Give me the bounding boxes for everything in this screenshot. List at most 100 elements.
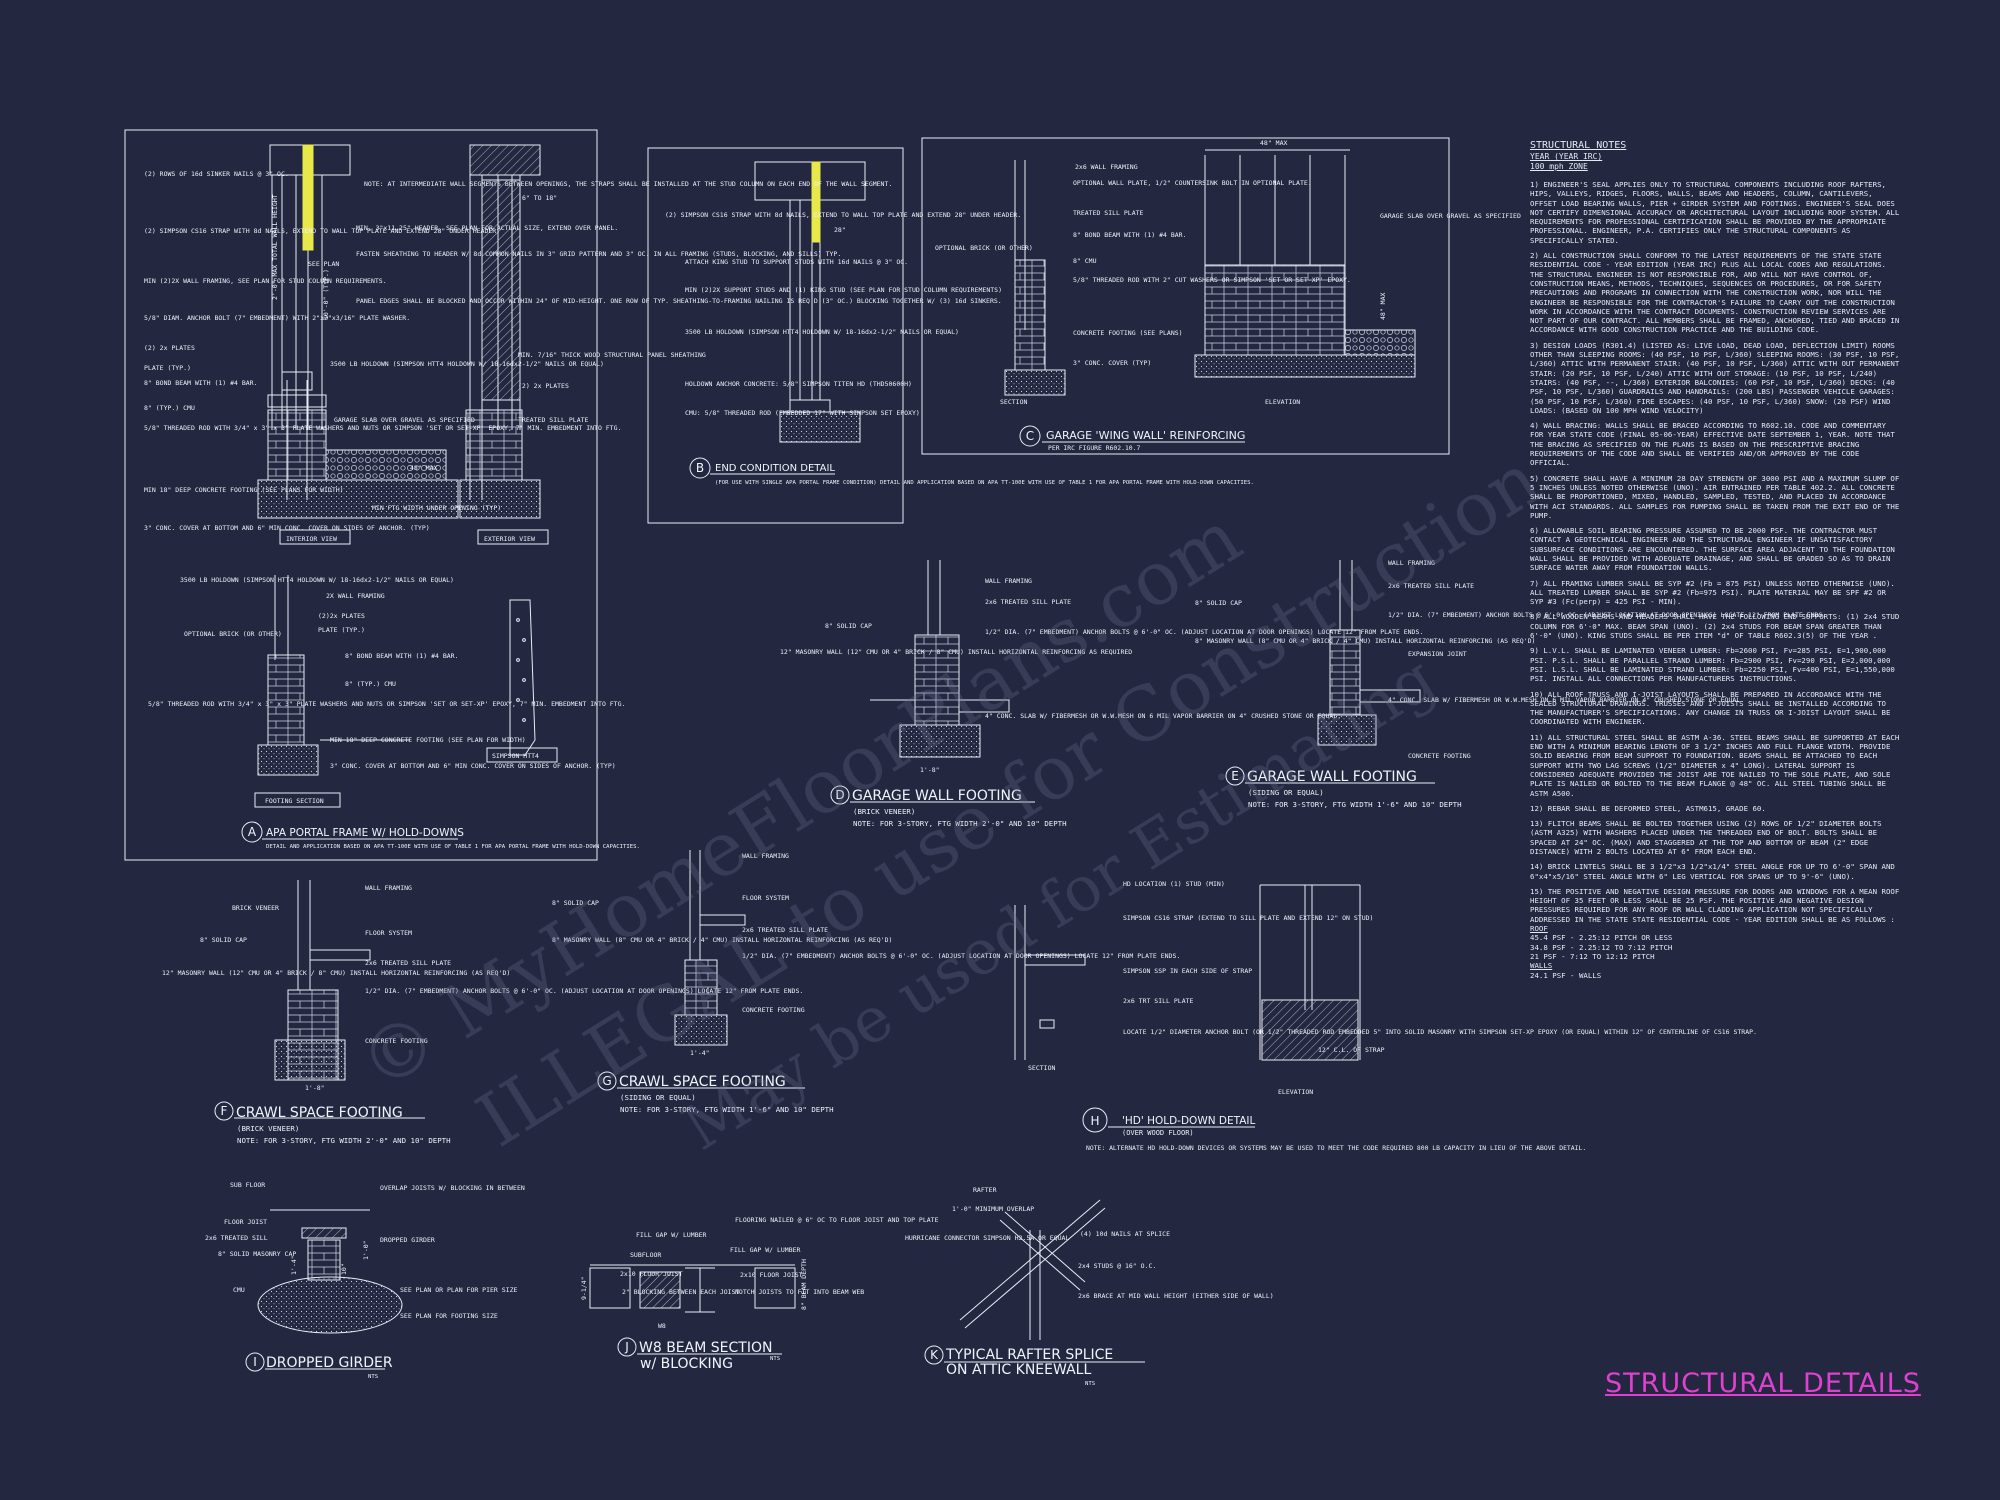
detail-c-border [921,137,1450,455]
detail-sub1-h: (OVER WOOD FLOOR) [1122,1129,1194,1137]
label-h-l1: HD LOCATION (1) STUD (MIN) [1123,880,1225,888]
label-a-r1: NOTE: AT INTERMEDIATE WALL SEGMENTS BETW… [364,180,892,188]
detail-sub-c: PER IRC FIGURE R602.10.7 [1048,444,1140,452]
detail-marker-b [689,457,711,479]
note-item: 6) ALLOWABLE SOIL BEARING PRESSURE ASSUM… [1530,526,1895,573]
label-a-r3: FASTEN SHEATHING TO HEADER W/ 8d COMMON … [356,250,841,258]
label-a-d2: 10'-0" (TYP.) [322,269,330,320]
structural-notes: STRUCTURAL NOTES YEAR (YEAR IRC) 100 mph… [1530,140,1900,1000]
label-h-l3: SIMPSON SSP IN EACH SIDE OF STRAP [1123,967,1252,975]
label-a-r5: 3500 LB HOLDOWN (SIMPSON HTT4 HOLDOWN W/… [330,360,604,368]
label-i-r1: OVERLAP JOISTS W/ BLOCKING IN BETWEEN [380,1184,525,1192]
detail-marker-j [617,1337,637,1357]
detail-title-a: APA PORTAL FRAME W/ HOLD-DOWNS [266,827,464,839]
detail-title-g: CRAWL SPACE FOOTING [619,1074,786,1090]
label-b-l3: MIN (2)2X SUPPORT STUDS AND (1) KING STU… [685,286,1002,294]
label-j-d1: 9-1/4" [580,1277,588,1300]
label-f-l3: 12" MASONRY WALL (12" CMU OR 4" BRICK / … [162,969,510,977]
label-i-l4: 8" SOLID MASONRY CAP [218,1250,296,1258]
detail-j-drawing [589,1264,796,1313]
label-i-r3: SEE PLAN OR PLAN FOR PIER SIZE [400,1286,517,1294]
label-k-l1: RAFTER [973,1186,997,1194]
notes-year: YEAR (YEAR IRC) [1530,152,1603,161]
notes-zone: 100 mph ZONE [1530,162,1588,171]
label-a-l6: PLATE (TYP.) [144,364,191,372]
detail-c-section [1004,160,1066,396]
label-d-r4: 4" CONC. SLAB W/ FIBERMESH OR W.W.MESH O… [985,712,1341,720]
detail-sub2-e: NOTE: FOR 3-STORY, FTG WIDTH 1'-6" AND 1… [1248,800,1462,809]
label-j-l3: 2x10 FLOOR JOIST [620,1270,683,1278]
label-g-r5: CONCRETE FOOTING [742,1006,805,1014]
label-g-r4: 1/2" DIA. (7" EMBEDMENT) ANCHOR BOLTS @ … [742,952,1180,960]
detail-marker-h [1082,1107,1108,1133]
label-a-l11: 3" CONC. COVER AT BOTTOM AND 6" MIN CONC… [144,524,430,532]
label-a-l9: 5/8" THREADED ROD WITH 3/4" x 3" x 3" PL… [144,424,621,432]
label-e-l2: 8" MASONRY WALL (8" CMU OR 4" BRICK / 4"… [1195,637,1535,645]
detail-h-section [1014,905,1086,1060]
label-a-d1: 2'-0" MAX TOTAL WALL HEIGHT [271,194,279,300]
label-f-r3: 2x6 TREATED SILL PLATE [365,959,451,967]
label-a-f5: OPTIONAL BRICK (OR OTHER) [184,630,282,638]
label-a-f10: 3" CONC. COVER AT BOTTOM AND 6" MIN CONC… [330,762,616,770]
label-h-elevation: ELEVATION [1278,1088,1313,1096]
label-a-f8: 5/8" THREADED ROD WITH 3/4" x 3" x 3" PL… [148,700,625,708]
detail-title-d: GARAGE WALL FOOTING [852,788,1022,804]
detail-sub1-e: (SIDING OR EQUAL) [1248,788,1324,797]
note-item: 1) ENGINEER'S SEAL APPLIES ONLY TO STRUC… [1530,180,1900,245]
label-a-r7: MIN. 7/16" THICK WOOD STRUCTURAL PANEL S… [518,351,706,359]
detail-letter-i: I [253,1355,257,1369]
label-a-exterior: EXTERIOR VIEW [484,535,535,543]
note-item: 11) ALL STRUCTURAL STEEL SHALL BE ASTM A… [1530,732,1900,798]
label-j-r5: W8 [658,1322,666,1330]
label-k-l3: HURRICANE CONNECTOR SIMPSON H2.5A OR EQU… [905,1234,1069,1242]
label-a-r8: (2) 2x PLATES [518,382,569,390]
label-e-r6: CONCRETE FOOTING [1408,752,1471,760]
detail-letter-e: E [1231,769,1239,783]
label-e-l1: 8" SOLID CAP [1195,599,1242,607]
notes-roof-line: 34.8 PSF - 2.25:12 TO 7:12 PITCH [1530,942,1673,952]
detail-f-drawing [274,880,371,1081]
label-h-d1: 12" C.L. OF STRAP [1318,1046,1385,1054]
label-i-l5: CMU [233,1286,245,1294]
detail-marker-g [597,1071,617,1091]
notes-roof-head: ROOF [1530,924,1548,934]
note-item: 10) ALL ROOF TRUSS AND I-JOIST LAYOUTS S… [1530,689,1891,727]
label-a-l4: 5/8" DIAM. ANCHOR BOLT (7" EMBEDMENT) WI… [144,314,410,322]
detail-sub1-f: (BRICK VENEER) [237,1124,299,1133]
label-c-l9: OPTIONAL BRICK (OR OTHER) [935,244,1033,252]
label-a-f7: 8" (TYP.) CMU [345,680,396,688]
detail-letter-d: D [835,788,844,802]
label-c-l4: 8" BOND BEAM WITH (1) #4 BAR. [1073,231,1187,239]
label-g-l1: 8" SOLID CAP [552,899,599,907]
label-j-r3: 2x10 FLOOR JOIST [740,1271,803,1279]
note-item: 13) FLITCH BEAMS SHALL BE BOLTED TOGETHE… [1530,819,1882,856]
detail-marker-d [830,785,850,805]
detail-k-drawing [959,1199,1106,1340]
label-g-r2: FLOOR SYSTEM [742,894,789,902]
label-i-r2: DROPPED GIRDER [380,1236,435,1244]
label-g-l2: 8" MASONRY WALL (8" CMU OR 4" BRICK / 4"… [552,936,892,944]
detail-b-drawing [754,161,866,443]
label-b-l2: ATTACH KING STUD TO SUPPORT STUDS WITH 1… [685,258,908,266]
label-a-f4: PLATE (TYP.) [318,626,365,634]
label-b-l1: (2) SIMPSON CS16 STRAP WITH 8d NAILS, EX… [665,211,1021,219]
detail-letter-j: J [624,1340,629,1354]
label-d-r2: 2x6 TREATED SILL PLATE [985,598,1071,606]
detail-sub-b: (FOR USE WITH SINGLE APA PORTAL FRAME CO… [715,480,1254,486]
label-a-f3: (2)2x PLATES [318,612,365,620]
note-item: 12) REBAR SHALL BE DEFORMED STEEL, ASTM6… [1530,803,1766,813]
note-item: 9) L.V.L. SHALL BE LAMINATED VENEER LUMB… [1530,646,1895,684]
note-item: 15) THE POSITIVE AND NEGATIVE DESIGN PRE… [1530,886,1900,924]
label-c-section: SECTION [1000,398,1027,406]
label-i-d2: 10" [340,1263,348,1275]
label-c-l1: 2x6 WALL FRAMING [1075,163,1138,171]
label-j-l1: FILL GAP W/ LUMBER [636,1231,707,1239]
label-c-l3: TREATED SILL PLATE [1073,209,1144,217]
label-j-l2: SUBFLOOR [630,1251,661,1259]
detail-title-i: DROPPED GIRDER [266,1355,393,1371]
label-b-l6: CMU: 5/8" THREADED ROD (EMBEDDED 17" WIT… [685,409,920,417]
label-d-l1: 8" SOLID CAP [825,622,872,630]
label-g-dim: 1'-4" [690,1049,710,1057]
label-a-l7: 8" BOND BEAM WITH (1) #4 BAR. [144,379,258,387]
